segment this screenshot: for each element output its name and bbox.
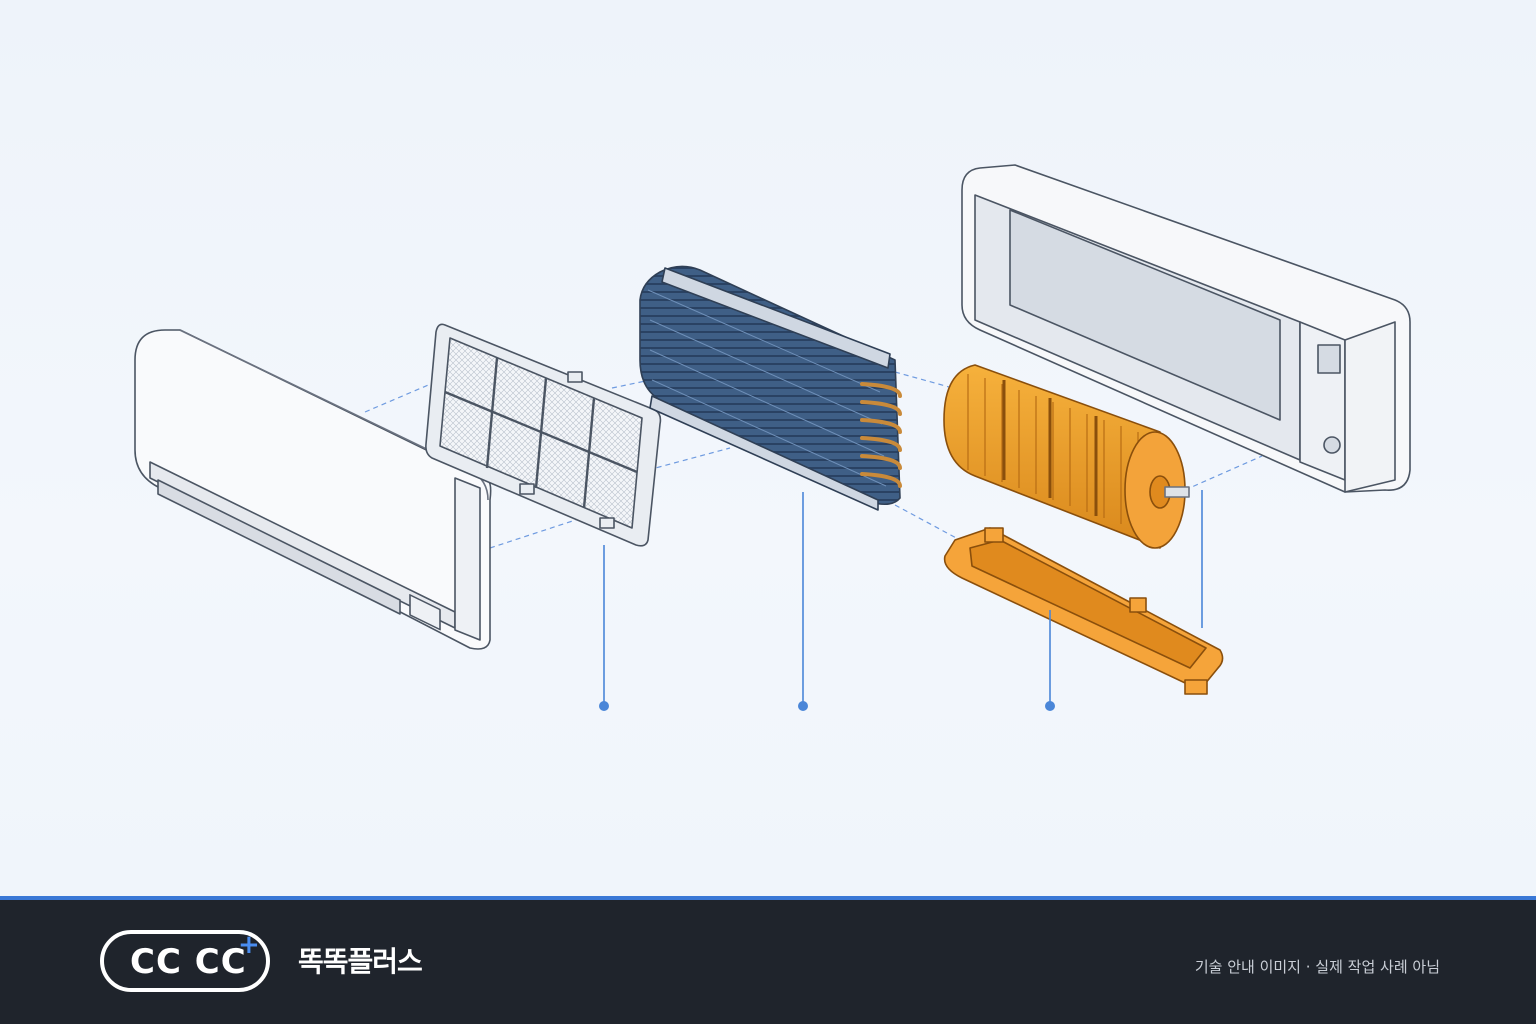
drain-pan-part <box>943 527 1224 695</box>
front-panel-part <box>134 329 492 650</box>
callout-drain-pan <box>1045 610 1055 711</box>
footer-bar: CC CC + 똑똑플러스 기술 안내 이미지 · 실제 작업 사례 아님 <box>0 896 1536 1024</box>
logo-mark: CC CC <box>130 942 247 982</box>
disclaimer-text: 기술 안내 이미지 · 실제 작업 사례 아님 <box>1194 958 1440 976</box>
callout-dot <box>1045 701 1055 711</box>
plus-icon: + <box>238 930 260 960</box>
diagram-stage <box>0 0 1536 896</box>
callout-air-filter <box>599 545 609 711</box>
blower-fan-part <box>943 364 1190 549</box>
air-filter-part <box>425 323 662 547</box>
rear-housing-part <box>961 164 1411 493</box>
brand-name: 똑똑플러스 <box>298 945 423 978</box>
callout-evaporator-coil <box>798 492 808 711</box>
evaporator-coil-part <box>639 265 902 511</box>
exploded-view-diagram <box>134 164 1411 711</box>
brand-logo: CC CC + <box>100 930 270 992</box>
callout-dot <box>798 701 808 711</box>
callout-dot <box>599 701 609 711</box>
